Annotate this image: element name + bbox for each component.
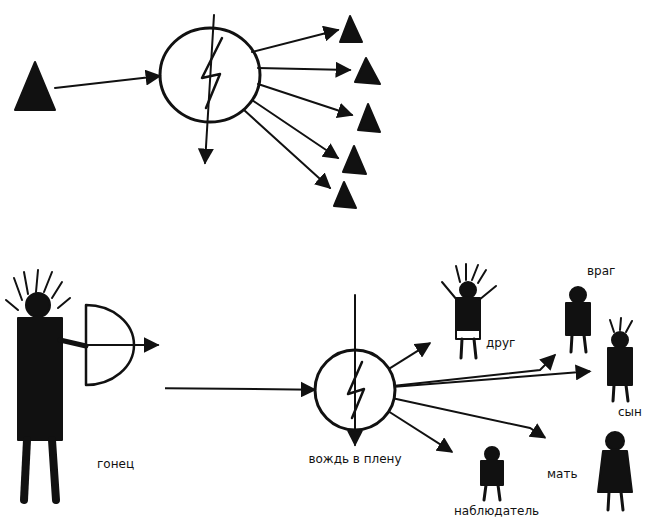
son-leg — [626, 385, 628, 401]
enemy-head — [570, 287, 586, 303]
input-arrow — [55, 76, 160, 88]
mother-head — [606, 432, 624, 450]
receiver-triangle — [334, 182, 356, 208]
friend-figure: друг — [430, 262, 530, 362]
arrow-connector — [395, 371, 590, 387]
circle-outline — [315, 350, 395, 430]
circle-outline — [313, 348, 397, 432]
output-arrow — [258, 84, 352, 115]
figure-label: наблюдатель — [454, 504, 539, 518]
observer-leg — [498, 485, 500, 500]
son-body — [608, 348, 632, 385]
messenger-head — [26, 293, 50, 317]
figure-label: враг — [587, 264, 615, 278]
observer-figure: наблюдатель — [452, 440, 541, 520]
receiver-triangle — [355, 58, 380, 84]
receiver-triangle — [340, 16, 362, 42]
figure-label: сын — [618, 405, 642, 419]
enemy-body — [566, 303, 590, 335]
enemy-leg — [571, 335, 572, 352]
son-figure: сын — [590, 315, 648, 423]
friend-body — [456, 298, 480, 330]
mother-leg — [608, 492, 609, 510]
friend-shorts — [456, 330, 480, 339]
arrow-connector — [389, 343, 430, 369]
receiver-triangle — [343, 146, 366, 174]
enemy-figure: враг — [555, 262, 645, 357]
son-leg — [613, 385, 614, 401]
messenger-leg — [52, 440, 56, 500]
receiver-triangle — [358, 104, 380, 132]
observer-leg — [484, 485, 486, 500]
enemy-leg — [584, 335, 586, 352]
friend-head — [460, 282, 476, 298]
observer-head — [485, 447, 499, 461]
feather-headdress — [456, 264, 486, 283]
figure-label: друг — [486, 336, 515, 350]
messenger-leg — [24, 440, 27, 500]
friend-arm — [442, 282, 457, 300]
mother-leg — [621, 492, 623, 510]
figure-label: вождь в плену — [308, 452, 401, 466]
arrow-connector — [389, 411, 452, 451]
mother-figure: мать — [545, 425, 645, 515]
down-arrow — [354, 295, 356, 445]
captive-circle: вождь в плену — [313, 348, 397, 432]
observer-body — [481, 461, 503, 485]
output-arrow — [258, 68, 350, 70]
messenger-figure: гонец — [5, 265, 165, 510]
friend-leg — [461, 339, 462, 358]
output-arrow — [244, 110, 330, 188]
arrow-connector — [165, 388, 315, 389]
figure-label: мать — [547, 467, 577, 481]
messenger-body — [18, 318, 62, 440]
bow-arrow — [82, 344, 158, 346]
output-arrow — [252, 30, 338, 52]
son-head — [612, 332, 628, 348]
sender-triangle — [15, 62, 55, 110]
lightning-bolt — [348, 362, 364, 418]
figure-label: гонец — [97, 457, 134, 471]
arrow-connector — [394, 398, 545, 437]
down-arrow — [205, 15, 214, 163]
mother-dress — [598, 451, 632, 492]
friend-arm — [479, 286, 496, 300]
feather-headdress — [610, 318, 632, 332]
friend-leg — [474, 339, 476, 358]
